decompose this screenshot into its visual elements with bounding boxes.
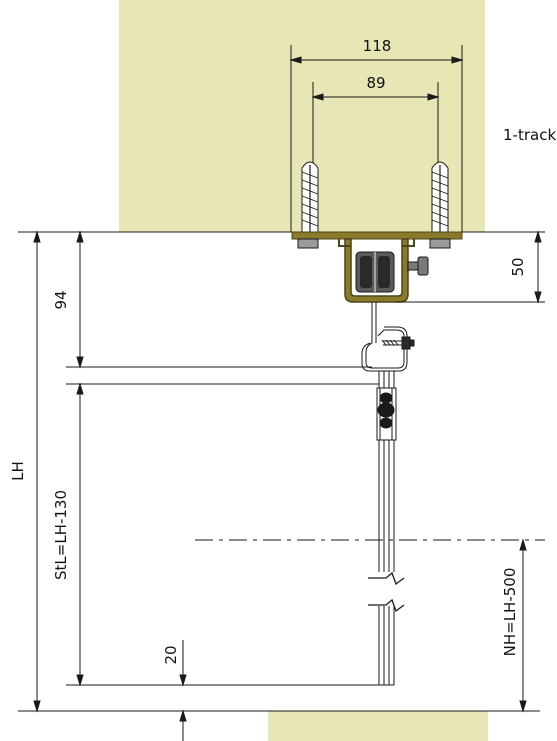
dimension-94 [66,230,372,369]
break-marks [368,571,405,613]
dimension-lh [33,230,41,713]
adjustment-screw [381,336,415,350]
dimension-stl [66,382,379,687]
dimension-94-label: 94 [52,290,70,309]
door-clamp [376,387,397,441]
dimension-118-label: 118 [363,37,392,55]
track-type-label: 1-track [503,126,556,144]
left-nut [297,238,319,249]
hanger-assembly [361,302,408,372]
dimension-89-label: 89 [366,74,385,92]
floor-block [268,711,488,741]
dimension-stl-label: StL=LH-130 [52,490,70,580]
dimension-20 [179,640,187,741]
track-profile [338,238,415,303]
left-wall-plug [301,161,319,232]
right-nut [429,238,451,249]
dimension-50 [396,230,545,304]
dimension-118 [289,45,464,232]
dimension-lh-label: LH [9,461,27,481]
mounting-plate [291,231,463,240]
dimension-nh [519,538,527,713]
roller-carriage [355,251,395,293]
side-bolt [407,256,429,276]
dimension-nh-label: NH=LH-500 [501,568,519,657]
dimension-50-label: 50 [509,257,527,276]
right-wall-plug [431,161,449,232]
dimension-20-label: 20 [162,645,180,664]
